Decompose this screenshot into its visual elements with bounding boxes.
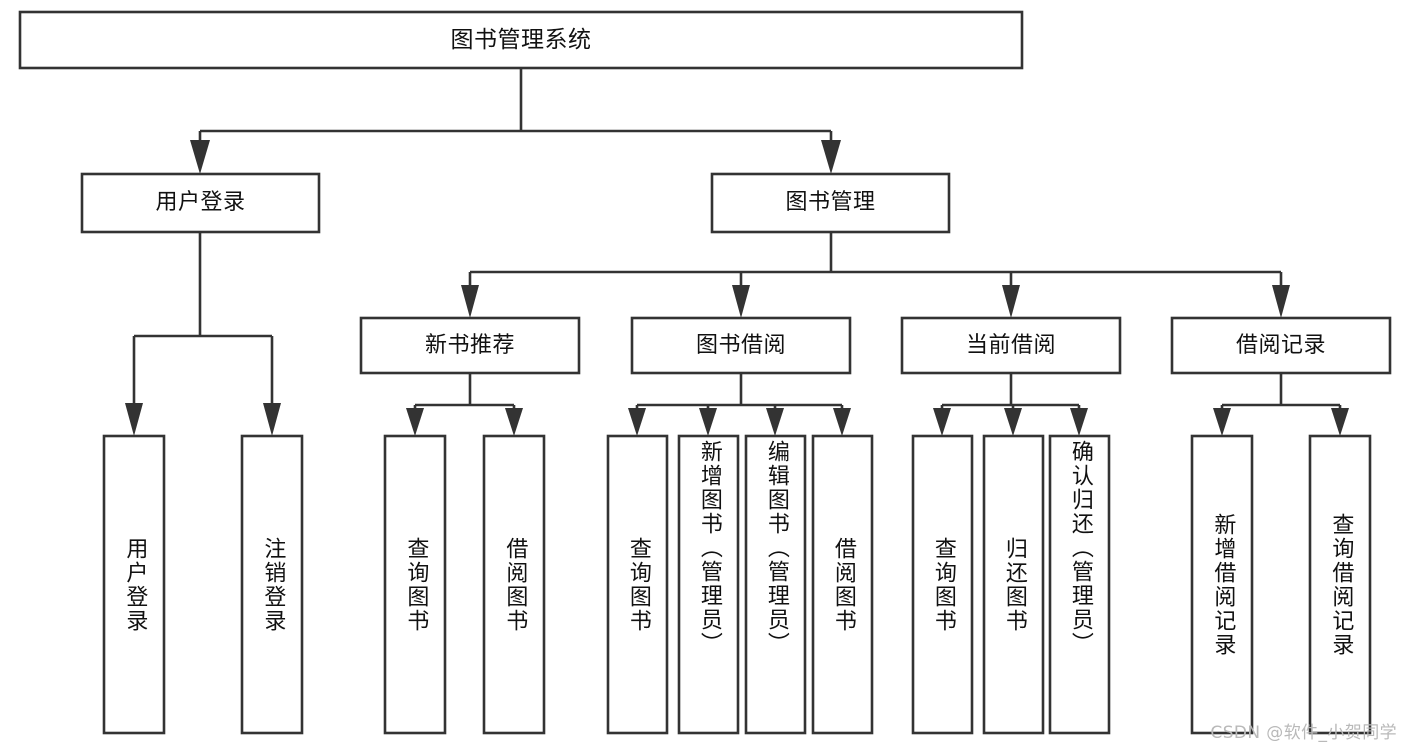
arrow-head-leaf-add-book-admin bbox=[699, 408, 717, 436]
arrow-head-leaf-query-book-1 bbox=[406, 408, 424, 436]
arrow-head-leaf-return-book bbox=[1004, 408, 1022, 436]
leaf-box-borrow-book-2[interactable] bbox=[811, 434, 874, 735]
arrow-head-user-login bbox=[190, 140, 210, 174]
node-box-new-book-recommend[interactable] bbox=[359, 316, 581, 375]
node-box-book-management[interactable] bbox=[710, 172, 951, 234]
leaf-box-user-login[interactable] bbox=[102, 434, 166, 735]
leaf-box-borrow-book-1[interactable] bbox=[482, 434, 546, 735]
leaf-box-query-borrow-record[interactable] bbox=[1308, 434, 1372, 735]
leaf-box-add-book-admin[interactable] bbox=[677, 434, 740, 735]
leaf-box-edit-book-admin[interactable] bbox=[744, 434, 807, 735]
node-box-root[interactable] bbox=[18, 10, 1024, 70]
arrow-head-leaf-add-borrow-record bbox=[1213, 408, 1231, 436]
arrow-head-book-management bbox=[821, 140, 841, 174]
arrow-head-new-book-recommend bbox=[461, 285, 479, 318]
node-box-user-login[interactable] bbox=[80, 172, 321, 234]
node-box-borrow-record[interactable] bbox=[1170, 316, 1392, 375]
node-box-book-borrow[interactable] bbox=[630, 316, 852, 375]
node-box-current-borrow[interactable] bbox=[900, 316, 1122, 375]
arrow-head-leaf-query-book-2 bbox=[628, 408, 646, 436]
leaf-box-query-book-3[interactable] bbox=[911, 434, 974, 735]
leaf-box-logout[interactable] bbox=[240, 434, 304, 735]
arrow-head-leaf-query-book-3 bbox=[933, 408, 951, 436]
arrow-head-leaf-edit-book-admin bbox=[766, 408, 784, 436]
arrow-head-borrow-record bbox=[1272, 285, 1290, 318]
leaf-box-query-book-1[interactable] bbox=[383, 434, 447, 735]
leaf-box-query-book-2[interactable] bbox=[606, 434, 669, 735]
arrow-head-current-borrow bbox=[1002, 285, 1020, 318]
arrow-head-leaf-borrow-book-2 bbox=[833, 408, 851, 436]
arrow-head-book-borrow bbox=[732, 285, 750, 318]
arrow-head-leaf-logout bbox=[263, 403, 281, 436]
leaf-box-return-book[interactable] bbox=[982, 434, 1045, 735]
arrow-head-leaf-borrow-book-1 bbox=[505, 408, 523, 436]
leaf-box-add-borrow-record[interactable] bbox=[1190, 434, 1254, 735]
arrow-head-leaf-confirm-return bbox=[1070, 408, 1088, 436]
leaf-box-confirm-return-admin[interactable] bbox=[1048, 434, 1111, 735]
arrow-head-leaf-query-borrow-record bbox=[1331, 408, 1349, 436]
arrow-head-leaf-user-login bbox=[125, 403, 143, 436]
